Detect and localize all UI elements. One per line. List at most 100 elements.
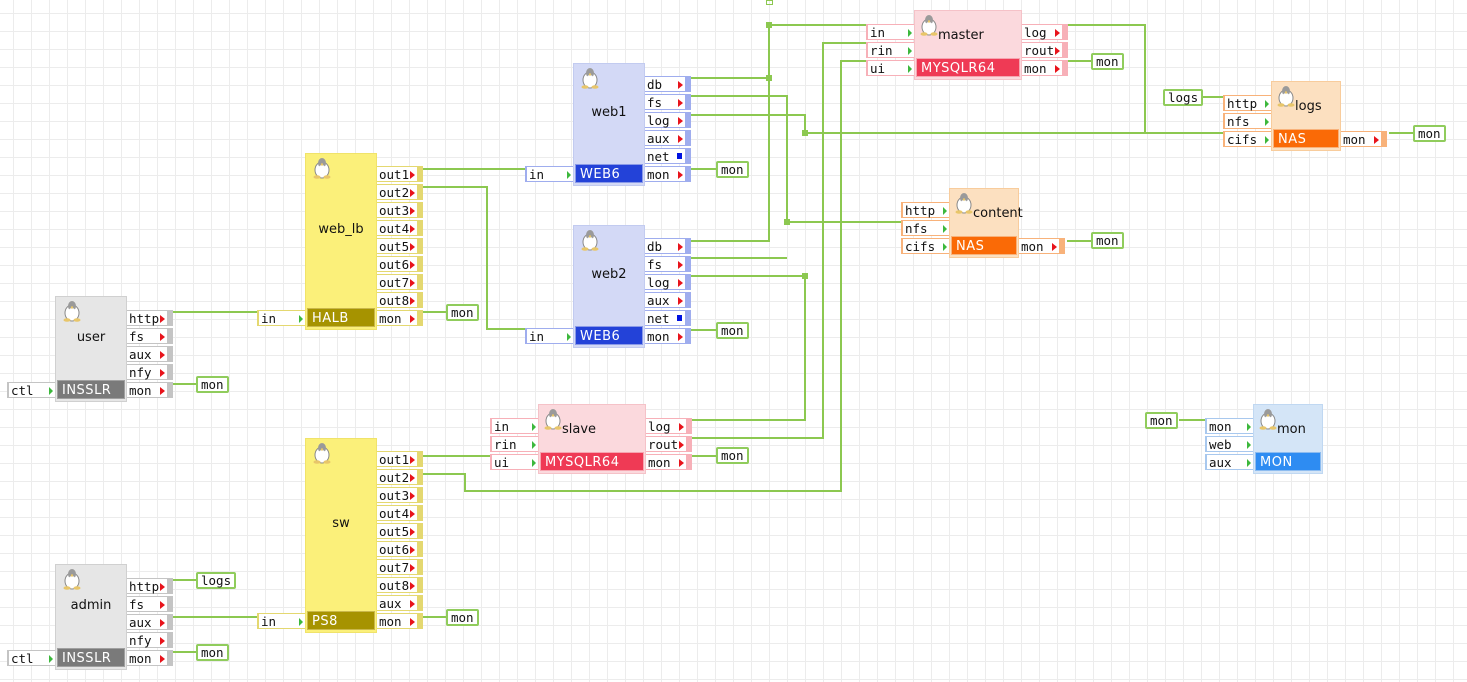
input-arrow-icon [908, 29, 912, 37]
wire[interactable] [1067, 24, 1146, 133]
terminal-mon[interactable]: mon [446, 304, 479, 321]
output-port-fs[interactable]: fs [645, 94, 691, 110]
output-port-out8[interactable]: out8 [377, 292, 423, 308]
output-port-mon[interactable]: mon [1019, 238, 1065, 254]
output-port-out3[interactable]: out3 [377, 487, 423, 503]
terminal-mon[interactable]: mon [196, 644, 229, 661]
output-port-log[interactable]: log [645, 112, 691, 128]
output-port-rout[interactable]: rout [646, 436, 692, 452]
output-arrow-icon [679, 423, 684, 431]
input-port-in[interactable]: in [525, 166, 573, 182]
terminal-mon[interactable]: mon [1413, 125, 1446, 142]
input-arrow-icon [943, 243, 947, 251]
wire[interactable] [645, 114, 1228, 134]
terminal-logs[interactable]: logs [196, 572, 237, 589]
output-port-fs[interactable]: fs [645, 256, 691, 272]
output-port-mon[interactable]: mon [377, 310, 423, 326]
output-port-out5[interactable]: out5 [377, 523, 423, 539]
output-port-db[interactable]: db [645, 238, 691, 254]
output-port-out4[interactable]: out4 [377, 505, 423, 521]
output-port-out3[interactable]: out3 [377, 202, 423, 218]
input-port-in[interactable]: in [490, 418, 538, 434]
input-port-cifs[interactable]: cifs [1223, 131, 1271, 147]
output-port-out6[interactable]: out6 [377, 541, 423, 557]
output-port-out2[interactable]: out2 [377, 184, 423, 200]
input-port-rin[interactable]: rin [866, 42, 914, 58]
output-port-aux[interactable]: aux [127, 346, 173, 362]
terminal-mon[interactable]: mon [716, 161, 749, 178]
input-arrow-icon [1265, 136, 1269, 144]
input-port-cifs[interactable]: cifs [901, 238, 949, 254]
terminal-mon[interactable]: mon [446, 609, 479, 626]
output-port-aux[interactable]: aux [645, 130, 691, 146]
output-port-mon[interactable]: mon [127, 650, 173, 666]
output-port-db[interactable]: db [645, 76, 691, 92]
input-port-nfs[interactable]: nfs [901, 220, 949, 236]
node-label: content [973, 206, 1023, 221]
output-port-mon[interactable]: mon [127, 382, 173, 398]
output-port-mon[interactable]: mon [645, 166, 691, 182]
output-port-mon[interactable]: mon [1022, 60, 1068, 76]
output-port-http[interactable]: http [127, 310, 173, 326]
terminal-mon[interactable]: mon [716, 322, 749, 339]
input-port-mon[interactable]: mon [1205, 418, 1253, 434]
input-port-web[interactable]: web [1205, 436, 1253, 452]
output-port-net[interactable]: net [645, 148, 691, 164]
input-port-ctl[interactable]: ctl [7, 650, 55, 666]
output-port-mon[interactable]: mon [646, 454, 692, 470]
port-label: mon [647, 329, 670, 344]
output-port-mon[interactable]: mon [377, 613, 423, 629]
output-port-rout[interactable]: rout [1022, 42, 1068, 58]
output-port-nfy[interactable]: nfy [127, 364, 173, 380]
terminal-logs[interactable]: logs [1163, 89, 1204, 106]
output-port-fs[interactable]: fs [127, 596, 173, 612]
output-port-out7[interactable]: out7 [377, 274, 423, 290]
output-port-aux[interactable]: aux [377, 595, 423, 611]
output-port-log[interactable]: log [646, 418, 692, 434]
output-port-out7[interactable]: out7 [377, 559, 423, 575]
input-port-ctl[interactable]: ctl [7, 382, 55, 398]
input-port-nfs[interactable]: nfs [1223, 113, 1271, 129]
output-port-aux[interactable]: aux [645, 292, 691, 308]
terminal-mon[interactable]: mon [1145, 412, 1178, 429]
input-port-in[interactable]: in [257, 310, 305, 326]
input-port-in[interactable]: in [866, 24, 914, 40]
output-port-out2[interactable]: out2 [377, 469, 423, 485]
wire[interactable] [690, 42, 867, 439]
node-body[interactable] [305, 438, 377, 633]
output-port-out4[interactable]: out4 [377, 220, 423, 236]
output-port-log[interactable]: log [1022, 24, 1068, 40]
output-port-log[interactable]: log [645, 274, 691, 290]
wire[interactable] [645, 24, 867, 79]
output-port-fs[interactable]: fs [127, 328, 173, 344]
output-port-out1[interactable]: out1 [377, 166, 423, 182]
input-port-http[interactable]: http [901, 202, 949, 218]
input-port-rin[interactable]: rin [490, 436, 538, 452]
node-body[interactable] [305, 153, 377, 330]
input-port-ui[interactable]: ui [866, 60, 914, 76]
input-port-http[interactable]: http [1223, 95, 1271, 111]
terminal-mon[interactable]: mon [1091, 53, 1124, 70]
output-port-out6[interactable]: out6 [377, 256, 423, 272]
input-port-ui[interactable]: ui [490, 454, 538, 470]
output-port-net[interactable]: net [645, 310, 691, 326]
input-arrow-icon [299, 315, 303, 323]
output-arrow-icon [678, 81, 683, 89]
port-label: fs [129, 329, 145, 344]
output-port-out1[interactable]: out1 [377, 451, 423, 467]
output-port-http[interactable]: http [127, 578, 173, 594]
output-port-out8[interactable]: out8 [377, 577, 423, 593]
terminal-mon[interactable]: mon [716, 447, 749, 464]
output-port-nfy[interactable]: nfy [127, 632, 173, 648]
output-port-mon[interactable]: mon [645, 328, 691, 344]
terminal-mon[interactable]: mon [1091, 232, 1124, 249]
port-label: http [905, 203, 936, 218]
output-port-aux[interactable]: aux [127, 614, 173, 630]
output-port-mon[interactable]: mon [1341, 131, 1387, 147]
canvas-marker [766, 0, 773, 5]
input-port-in[interactable]: in [257, 613, 305, 629]
output-port-out5[interactable]: out5 [377, 238, 423, 254]
terminal-mon[interactable]: mon [196, 376, 229, 393]
input-port-in[interactable]: in [525, 328, 573, 344]
input-port-aux[interactable]: aux [1205, 454, 1253, 470]
